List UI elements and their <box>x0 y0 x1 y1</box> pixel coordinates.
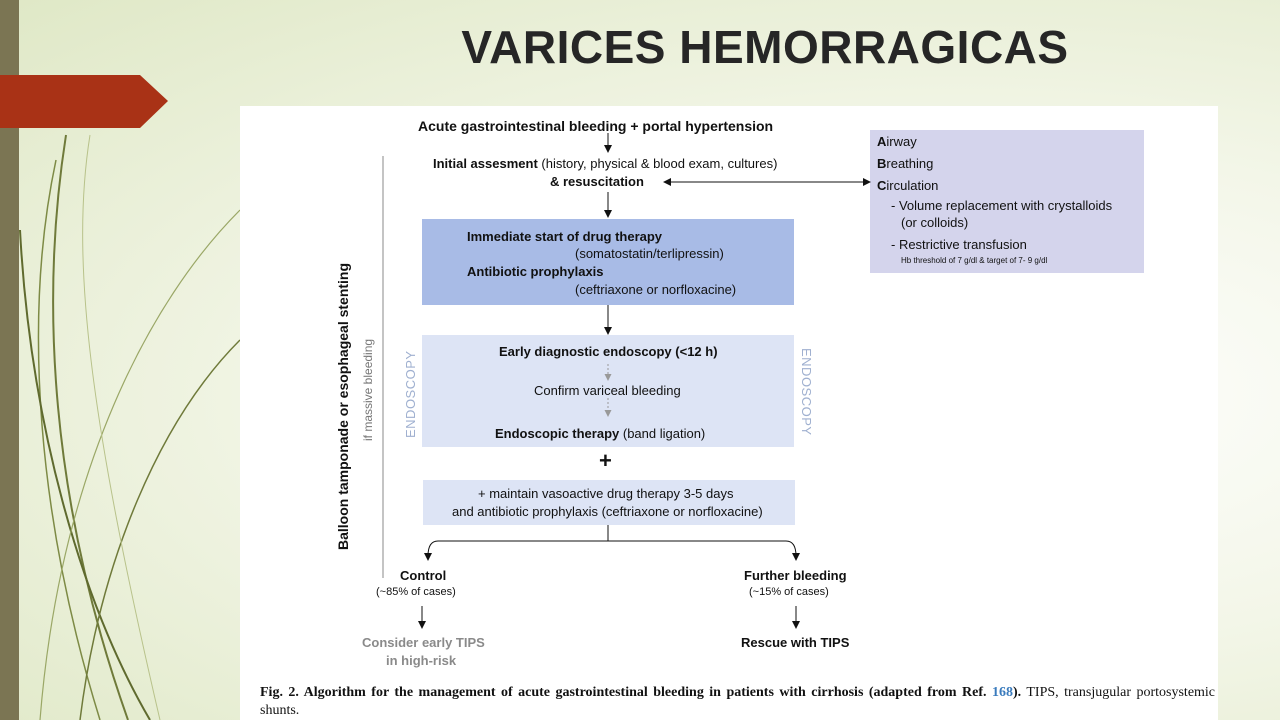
endoscopy-box <box>422 335 794 447</box>
endoscopy-right-label: ENDOSCOPY <box>799 348 814 436</box>
circulation-letter: C <box>877 178 887 193</box>
start-node: Acute gastrointestinal bleeding + portal… <box>418 118 774 134</box>
airway-rest: irway <box>886 134 917 149</box>
breathing-letter: B <box>877 156 887 171</box>
restrictive-transfusion: - Restrictive transfusion <box>891 237 1027 252</box>
confirm-variceal: Confirm variceal bleeding <box>534 383 681 398</box>
drug-therapy-box <box>422 219 794 305</box>
antibiotic-title: Antibiotic prophylaxis <box>467 264 604 279</box>
early-endoscopy: Early diagnostic endoscopy (<12 h) <box>499 344 718 359</box>
plus-sign: + <box>599 448 612 473</box>
figure-caption: Fig. 2. Algorithm for the management of … <box>260 684 1215 720</box>
initial-assessment-bold: Initial assesment <box>433 156 538 171</box>
flowchart-connectors <box>382 133 871 629</box>
red-arrow-tab <box>0 75 168 128</box>
caption-bold-close: ). <box>1012 685 1022 700</box>
resuscitation: & resuscitation <box>550 174 644 189</box>
control-node: Control <box>400 568 447 583</box>
circulation-rest: irculation <box>886 178 939 193</box>
abc-circulation: Circulation <box>877 178 938 193</box>
endoscopic-therapy-detail: (band ligation) <box>622 426 706 441</box>
maintain-line-2: and antibiotic prophylaxis (ceftriaxone … <box>452 504 763 519</box>
drug-therapy-detail: (somatostatin/terlipressin) <box>575 246 724 261</box>
caption-ref-link[interactable]: 168 <box>991 685 1013 700</box>
endoscopic-therapy-bold: Endoscopic therapy <box>495 426 620 441</box>
caption-bold: Fig. 2. Algorithm for the management of … <box>260 685 987 700</box>
volume-replacement-line-1: - Volume replacement with crystalloids <box>891 198 1113 213</box>
endoscopic-therapy: Endoscopic therapy (band ligation) <box>495 426 705 441</box>
left-accent-bar <box>0 0 19 720</box>
abc-box <box>870 130 1144 273</box>
algorithm-figure: Acute gastrointestinal bleeding + portal… <box>240 106 1218 720</box>
consider-tips-line-1: Consider early TIPS <box>362 635 485 650</box>
maintain-therapy-box <box>423 480 795 525</box>
further-bleeding-node: Further bleeding <box>744 568 847 583</box>
abc-airway: Airway <box>877 134 917 149</box>
drug-therapy-title: Immediate start of drug therapy <box>467 229 663 244</box>
initial-assessment: Initial assesment (history, physical & b… <box>433 156 777 171</box>
control-percent: (~85% of cases) <box>376 586 456 598</box>
endoscopy-left-label: ENDOSCOPY <box>403 350 418 438</box>
airway-letter: A <box>877 134 887 149</box>
massive-bleeding-label: if massive bleeding <box>361 338 375 441</box>
caption-rest: TIPS, transjugular portosystemic shunts. <box>260 685 1216 718</box>
hb-threshold: Hb threshold of 7 g/dl & target of 7- 9 … <box>901 256 1048 265</box>
decorative-swirl-lines <box>19 134 240 720</box>
breathing-rest: reathing <box>886 156 934 171</box>
abc-breathing: Breathing <box>877 156 933 171</box>
further-bleeding-percent: (~15% of cases) <box>749 586 829 598</box>
slide-title: VARICES HEMORRAGICAS <box>461 21 1069 73</box>
antibiotic-detail: (ceftriaxone or norfloxacine) <box>575 282 737 297</box>
initial-assessment-detail: (history, physical & blood exam, culture… <box>541 156 778 171</box>
consider-tips-line-2: in high-risk <box>386 653 457 668</box>
balloon-tamponade-label: Balloon tamponade or esophageal stenting <box>335 262 351 550</box>
maintain-line-1: + maintain vasoactive drug therapy 3-5 d… <box>478 486 734 501</box>
volume-replacement-line-2: (or colloids) <box>901 215 969 230</box>
rescue-tips: Rescue with TIPS <box>741 635 850 650</box>
